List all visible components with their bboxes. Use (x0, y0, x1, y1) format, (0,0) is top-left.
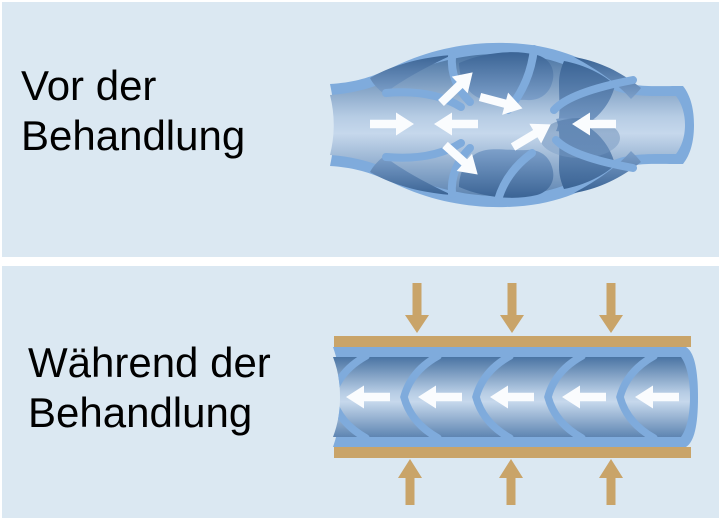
leaflet (382, 88, 465, 111)
during-treatment-label: Während der Behandlung (28, 338, 271, 438)
valve-chevron (472, 357, 514, 437)
leaflet (494, 149, 536, 204)
label-line-2: Behandlung (28, 389, 253, 436)
label-line-1: Vor der (21, 62, 157, 109)
leaflet (552, 136, 637, 172)
valve-chevron (544, 357, 586, 437)
compressed-vein-illustration (333, 283, 698, 505)
panel-during-treatment: Während der Behandlung (2, 266, 719, 518)
panel-divider (0, 257, 719, 266)
label-line-1: Während der (28, 339, 271, 386)
compression-arrow-up-icon (599, 459, 623, 505)
valve-chevron (400, 357, 442, 437)
pocket-shoulder-bottom-right (574, 151, 641, 193)
label-line-2: Behandlung (21, 112, 246, 159)
compression-arrow-up-icon (398, 459, 422, 505)
leaflet (447, 144, 474, 198)
compression-arrows-top (405, 283, 623, 333)
compression-arrow-down-icon (500, 283, 524, 333)
compression-arrow-up-icon (499, 459, 523, 505)
before-treatment-label: Vor der Behandlung (21, 61, 245, 161)
compression-band-top (334, 336, 691, 347)
leaflet (550, 76, 637, 114)
leaflet (382, 139, 465, 162)
valve-chevron (333, 357, 370, 437)
closed-valve-chevrons (333, 357, 658, 437)
pocket-shoulder-bottom-left (370, 156, 452, 195)
compression-arrow-down-icon (405, 283, 429, 333)
pocket-top-left (459, 52, 554, 101)
pocket-shoulder-top-right (574, 57, 641, 99)
panel-before-treatment: Vor der Behandlung (2, 2, 719, 257)
dilated-vein-illustration (330, 42, 694, 208)
compression-arrow-down-icon (599, 283, 623, 333)
compression-band-bottom (334, 447, 691, 458)
pocket-shoulder-top-left (370, 55, 452, 94)
compression-arrows-bottom (398, 459, 623, 505)
valve-chevron (616, 357, 658, 437)
